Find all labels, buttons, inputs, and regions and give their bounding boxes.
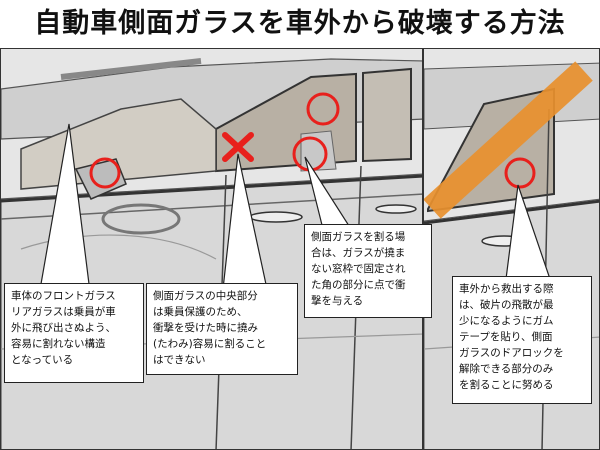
page-title: 自動車側面ガラスを車外から破壊する方法 <box>34 8 566 39</box>
mirror-glass-marker <box>89 157 121 189</box>
upper-corner-marker <box>306 92 340 126</box>
callout-center-glass: 側面ガラスの中央部分 は乗員保護のため、 衝撃を受けた時に撓み (たわみ)容易に… <box>146 283 298 375</box>
lock-release-marker <box>504 157 536 189</box>
callout-front-glass: 車体のフロントガラス リアガラスは乗員が車 外に飛び出さぬよう、 容易に割れない… <box>4 283 144 383</box>
side-mirror <box>74 158 127 200</box>
callout-corner-glass: 側面ガラスを割る場 合は、ガラスが撓ま ない窓枠で固定され た角の部分に点で衝 … <box>304 224 432 318</box>
callout-rescue: 車外から救出する際 は、破片の飛散が最 少になるようにガム テープを貼り、側面 … <box>452 276 592 404</box>
center-cross-marker <box>222 132 254 162</box>
door-handle <box>249 211 303 223</box>
gum-tape <box>424 61 593 219</box>
